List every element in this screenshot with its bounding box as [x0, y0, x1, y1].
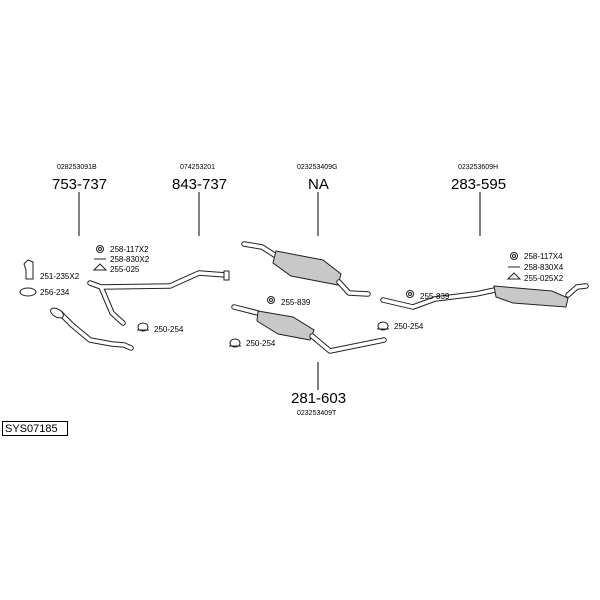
muffler-281-603 — [231, 304, 387, 354]
ring-icon — [96, 245, 104, 253]
label-250c: 250-254 — [394, 322, 424, 331]
oem-code-2: 074253201 — [180, 164, 216, 171]
label-258b: 258-830X2 — [110, 255, 150, 264]
label-255c: 255-839 — [420, 292, 450, 301]
part-number-2: 843-737 — [172, 176, 228, 193]
oem-code-3: 023253409G — [297, 164, 338, 171]
label-258c: 258-117X4 — [524, 252, 563, 261]
ring-icon — [267, 296, 275, 304]
oem-code-4: 023253609H — [458, 164, 499, 171]
part-number-5: 281-603 — [291, 390, 347, 407]
label-258a: 258-117X2 — [110, 245, 149, 254]
oem-code-1: 028253091B — [57, 164, 97, 171]
front-pipe — [50, 307, 134, 351]
label-256: 256-234 — [40, 288, 70, 297]
clamp-icon — [229, 338, 241, 348]
part-number-4: 283-595 — [451, 176, 507, 193]
hanger-icon — [92, 263, 108, 271]
part-number-3: NA — [308, 176, 329, 193]
label-250a: 250-254 — [154, 325, 184, 334]
muffler-na — [241, 241, 371, 297]
label-255d: 255-025X2 — [524, 274, 564, 283]
oem-code-5: 023253409T — [297, 410, 337, 417]
system-code-box: SYS07185 — [2, 421, 68, 436]
rear-muffler — [380, 283, 589, 310]
label-255b: 255-839 — [281, 298, 311, 307]
label-251: 251-235X2 — [40, 272, 80, 281]
label-250b: 250-254 — [246, 339, 276, 348]
hanger-icon — [506, 272, 522, 280]
label-258d: 258-830X4 — [524, 263, 564, 272]
gasket-icon — [19, 287, 37, 297]
clamp-icon — [377, 321, 389, 331]
intermediate-pipe — [87, 270, 230, 326]
ring-icon — [406, 290, 414, 298]
ring-icon — [510, 252, 518, 260]
bracket-icon — [23, 259, 34, 280]
part-number-1: 753-737 — [52, 176, 108, 193]
label-255a: 255-025 — [110, 265, 140, 274]
clamp-icon — [137, 322, 149, 332]
